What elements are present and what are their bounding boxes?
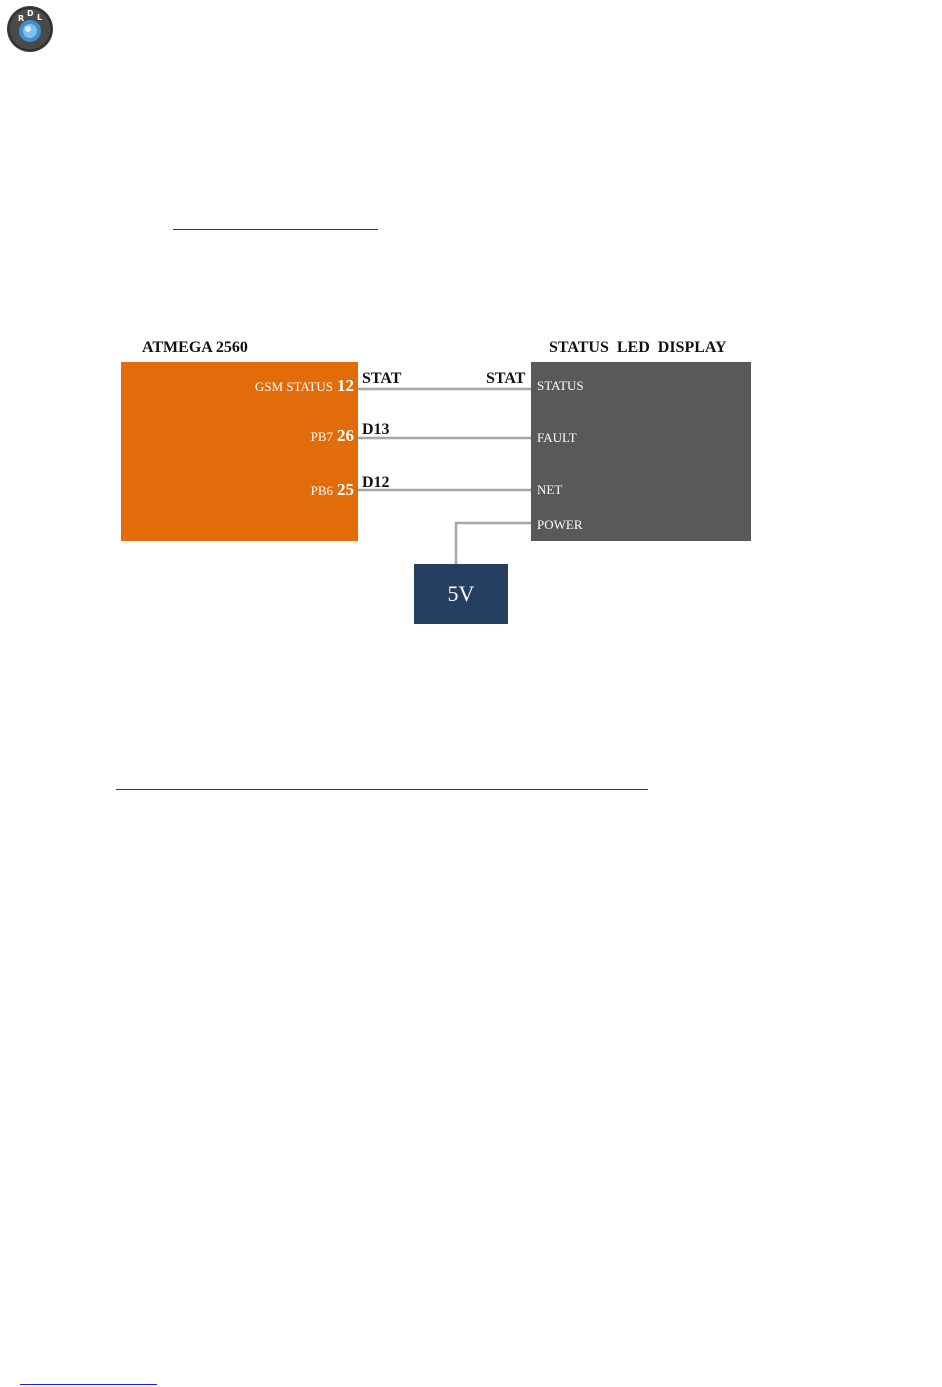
pin-number: 12 <box>337 376 354 395</box>
led-pin-net: NET <box>537 482 563 497</box>
pin-number: 26 <box>337 426 354 445</box>
wire-label-d13: D13 <box>362 421 390 438</box>
led-pin-fault: FAULT <box>537 430 577 445</box>
pin-name: GSM STATUS <box>254 379 333 394</box>
pin-name: PB6 <box>310 483 333 498</box>
mcu-title: ATMEGA 2560 <box>142 339 248 356</box>
logo-letter-d: D <box>27 9 34 18</box>
led-pin-power: POWER <box>537 517 583 532</box>
wire-label-d12: D12 <box>362 474 390 491</box>
mcu-pin-pb6: PB6 25 <box>311 480 354 500</box>
wire-label-stat-left: STAT <box>362 370 402 387</box>
mcu-pin-gsm-status: GSM STATUS 12 <box>255 376 354 396</box>
hyperlink-2[interactable] <box>116 789 648 790</box>
led-display-title: STATUS LED DISPLAY <box>549 339 727 356</box>
led-pin-status: STATUS <box>537 378 584 393</box>
wire-power <box>454 521 531 564</box>
logo-letter-r: R <box>18 14 24 23</box>
mcu-pin-pb7: PB7 26 <box>311 426 354 446</box>
pin-name: PB7 <box>310 429 333 444</box>
wire-label-stat-right: STAT <box>486 370 526 387</box>
hyperlink-1[interactable] <box>173 229 378 230</box>
logo-letter-l: L <box>37 13 42 22</box>
rdl-logo-icon: R D L <box>6 5 54 53</box>
mcu-block: GSM STATUS 12 PB7 26 PB6 25 <box>121 362 358 541</box>
power-supply-block: 5V <box>414 564 508 624</box>
hyperlink-3[interactable] <box>20 1384 157 1385</box>
wires <box>358 387 531 564</box>
power-label: 5V <box>447 581 475 606</box>
pin-number: 25 <box>337 480 354 499</box>
led-display-block: STATUS FAULT NET POWER <box>531 362 751 541</box>
connection-diagram: ATMEGA 2560 STATUS LED DISPLAY GSM STATU… <box>121 339 751 624</box>
